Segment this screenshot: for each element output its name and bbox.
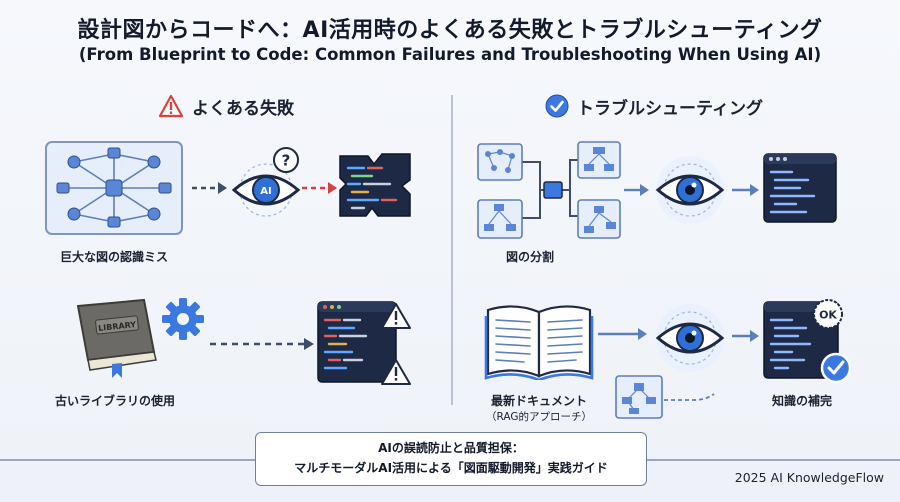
ai-eye-icon: AI [231,163,301,217]
arrow [598,328,647,340]
split-diagram-icon [477,141,621,239]
warning-icon [158,94,184,118]
dashed-arrow [192,182,227,194]
troubleshooting-heading: トラブルシューティング [545,92,763,120]
code-window-with-warnings-icon [317,301,411,385]
banner-line-2: マルチモーダルAI活用による「図面駆動開発」実践ガイド [294,461,608,475]
check-badge-icon [820,352,852,384]
eye-icon [655,156,725,224]
failure-label-old-library: 古いライブラリの使用 [54,394,175,408]
red-dashed-arrow [302,182,337,194]
ok-seal-icon: OK [813,299,843,329]
svg-text:?: ? [282,152,291,170]
failure-label-large-diagram: 巨大な図の認識ミス [59,250,168,264]
arrow [732,184,759,196]
code-window-icon [763,153,837,223]
failures-heading: よくある失敗 [158,92,294,120]
guide-title-banner: AIの誤読防止と品質担保： マルチモーダルAI活用による「図面駆動開発」実践ガイ… [255,432,647,486]
solution-label-split-diagram: 図の分割 [505,250,554,264]
section-divider [451,95,453,405]
footer-credit: 2025 AI KnowledgeFlow [734,470,884,485]
ai-eye-badge: AI [260,186,271,197]
failures-heading-text: よくある失敗 [192,98,294,119]
arrow [732,330,759,342]
solution-label-knowledge-supplement: 知識の補完 [771,394,832,408]
page-title: 設計図からコードへ：AI活用時のよくある失敗とトラブルシューティング [77,18,823,43]
verified-code-window-icon: OK [763,299,852,384]
ok-badge: OK [819,309,837,322]
solution-label-latest-docs: 最新ドキュメント [490,394,587,408]
banner-line-1: AIの誤読防止と品質担保： [378,441,524,455]
troubleshooting-heading-text: トラブルシューティング [577,98,763,119]
question-icon: ? [273,147,299,173]
library-book-icon: LIBRARY [76,298,157,378]
page-subtitle: (From Blueprint to Code: Common Failures… [78,45,822,64]
check-badge-icon [545,94,569,118]
warning-icon [381,359,411,385]
diagram-thumbnail-icon [615,375,663,419]
eye-icon [655,304,725,372]
dashed-arrow [664,393,715,401]
solution-sublabel-rag: （RAG的アプローチ） [485,411,592,423]
blueprint-diagram-icon [45,141,183,235]
gear-icon [162,298,204,340]
broken-code-window-icon [339,153,411,217]
open-book-documentation-icon [484,305,594,380]
arrow [624,184,649,196]
dashed-arrow [210,338,314,350]
warning-icon [381,303,411,329]
library-book-text: LIBRARY [98,320,137,333]
